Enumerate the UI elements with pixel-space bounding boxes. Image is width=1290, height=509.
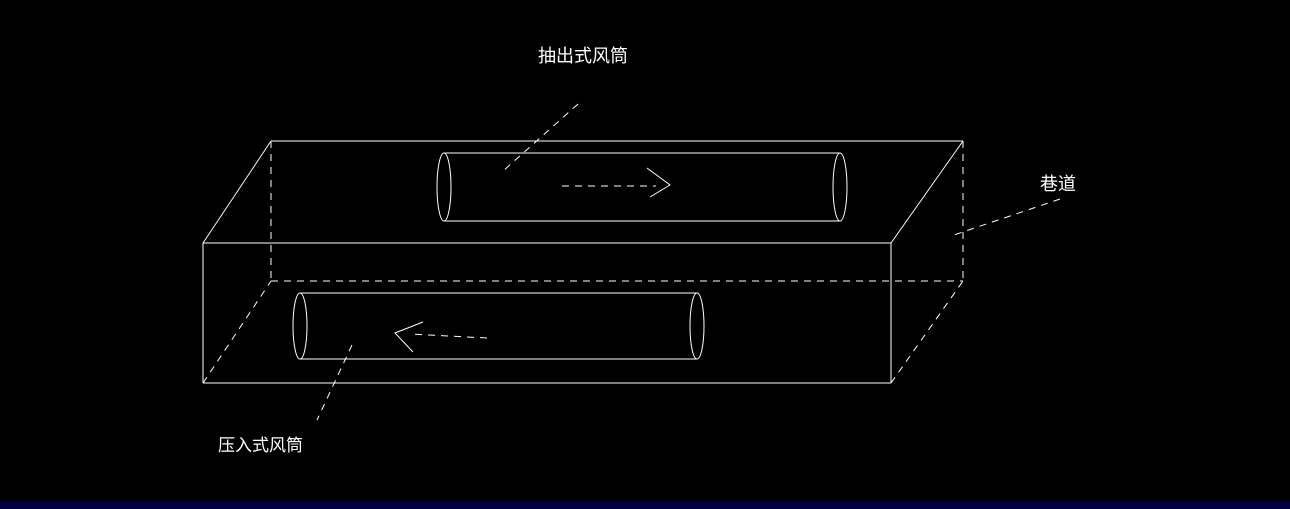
exhaust-duct-leader: [501, 103, 579, 173]
exhaust-duct-cylinder-right-end: [832, 152, 848, 222]
forced-duct-label: 压入式风筒: [218, 436, 303, 456]
box-top-right-receding-edge: [890, 140, 964, 244]
exhaust-duct-label: 抽出式风筒: [538, 46, 628, 67]
tunnel-label: 巷道: [1040, 174, 1076, 195]
exhaust-airflow-arrow-head: [646, 167, 671, 198]
bottom-bar: [0, 501, 1290, 509]
diagram-geometry: [202, 103, 1061, 421]
box-top-left-receding-edge: [202, 140, 272, 244]
box-bottom-left-receding-hidden-edge: [202, 280, 272, 384]
forced-duct-leader: [316, 344, 353, 421]
exhaust-duct-cylinder-left-end: [436, 152, 452, 222]
box-bottom-right-receding-hidden-edge: [890, 280, 964, 384]
tunnel-leader: [950, 198, 1061, 237]
forced-airflow-arrow-shaft: [409, 333, 488, 339]
forced-duct-cylinder-right-end: [689, 292, 705, 360]
forced-airflow-arrow-head: [394, 321, 424, 353]
forced-duct-cylinder-left-end: [292, 292, 308, 360]
